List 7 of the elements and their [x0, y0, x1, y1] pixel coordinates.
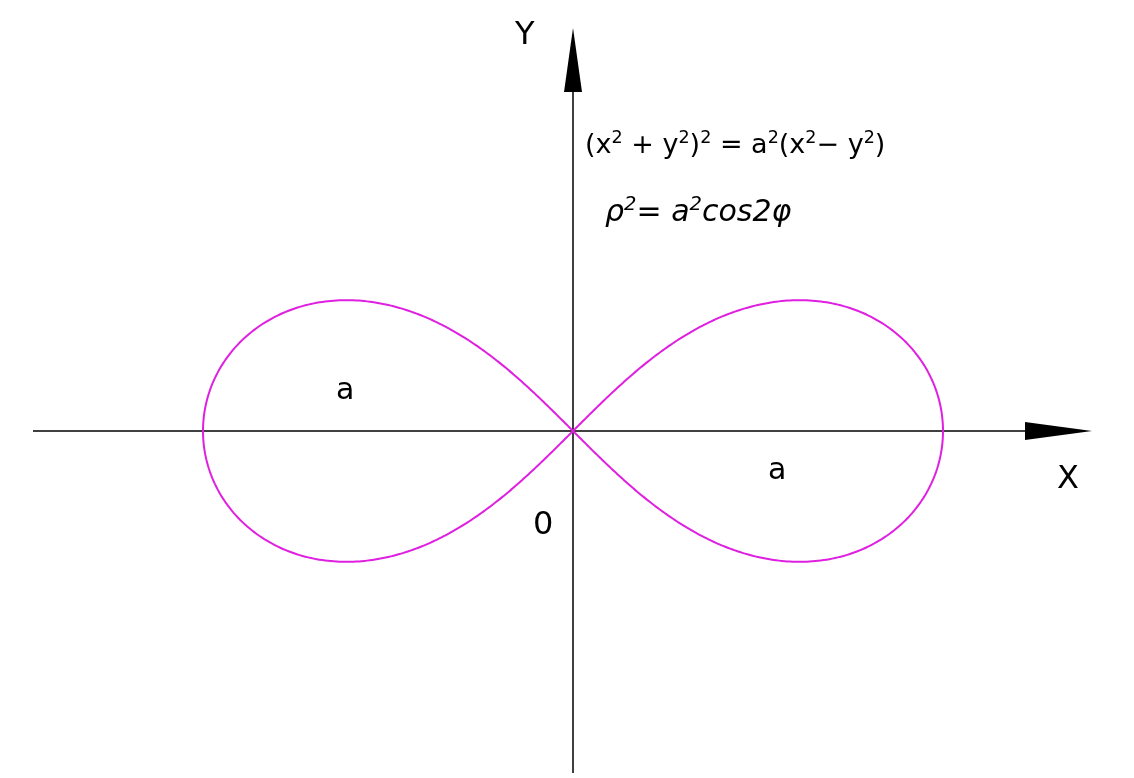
equation: ρ$^{2}$= a$^{2}$cos2φ	[605, 193, 792, 227]
axis-label: Y	[515, 16, 535, 52]
origin-label: 0	[533, 506, 554, 542]
axis-label: X	[1057, 460, 1079, 496]
parameter-label: a	[768, 452, 787, 485]
parameter-label: a	[336, 372, 355, 405]
equation: (x$^{2}$ + y$^{2}$)$^{2}$ = a$^{2}$(x$^{2}$− y$^{2}$)	[585, 128, 886, 159]
